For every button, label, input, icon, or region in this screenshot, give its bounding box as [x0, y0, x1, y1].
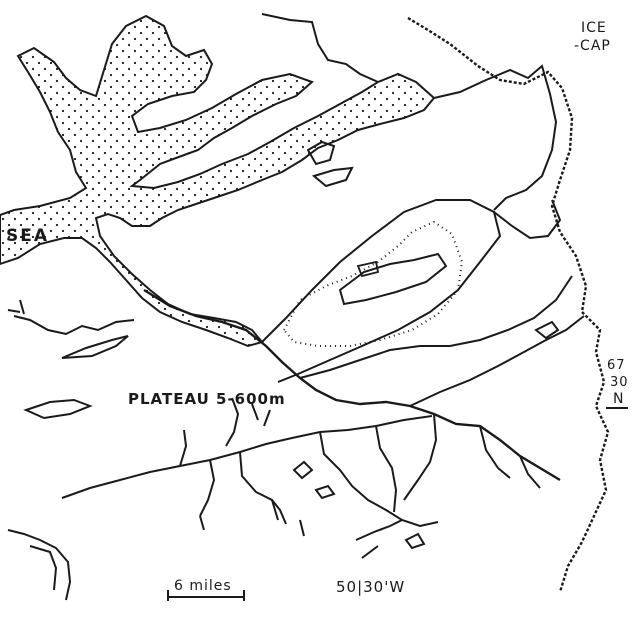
sea-label: SEA [6, 226, 50, 246]
plateau-tributary-9 [199, 499, 305, 537]
lake-north-2 [311, 166, 354, 188]
plateau-tributary-8 [225, 397, 271, 447]
plateau-label: PLATEAU 5-600m [128, 390, 286, 408]
coastline-northeast [433, 64, 558, 211]
western-stream-2 [7, 299, 25, 315]
river-upper-branch [493, 199, 562, 240]
plateau-tributary-2 [239, 451, 279, 521]
western-stream-1 [13, 315, 135, 336]
ice-cap-label-line2: -CAP [574, 38, 611, 54]
western-coast-inner [29, 545, 58, 591]
coastline-north [261, 13, 379, 83]
plateau-tributary-4 [375, 425, 398, 513]
lake-north-1 [306, 140, 336, 166]
valley-inner-lake-2 [356, 260, 380, 278]
plateau-dotted-boundary [282, 220, 464, 347]
river-east-branch [299, 275, 573, 379]
lake-west-1 [23, 398, 93, 420]
latitude-label-hemisphere: N [613, 391, 625, 407]
scale-label: 6 miles [174, 578, 232, 594]
plateau-tributary-3 [319, 431, 439, 528]
latitude-label-degrees: 67 [607, 358, 626, 373]
central-valley-outline [261, 199, 502, 383]
sea-fjord-area [0, 14, 436, 348]
main-river [143, 288, 561, 482]
plateau-tributary-5 [403, 413, 438, 501]
river-northeast-branch [409, 315, 585, 407]
ice-cap-margin [407, 16, 610, 593]
latitude-label-minutes: 30 [610, 375, 629, 390]
plateau-river-main [61, 415, 433, 499]
plateau-tributary-7 [355, 519, 403, 559]
ice-cap-label-line1: ICE [581, 20, 607, 36]
lake-plateau-1 [292, 460, 314, 480]
western-coast [7, 529, 72, 601]
longitude-label: 50|30'W [336, 578, 406, 596]
lake-plateau-3 [404, 532, 426, 550]
lake-east-small [534, 320, 560, 340]
valley-inner-lake [338, 252, 448, 306]
plateau-tributary-6 [479, 425, 541, 489]
plateau-tributary-1 [179, 429, 216, 517]
lake-west-2 [61, 335, 129, 359]
lake-plateau-2 [314, 484, 336, 500]
